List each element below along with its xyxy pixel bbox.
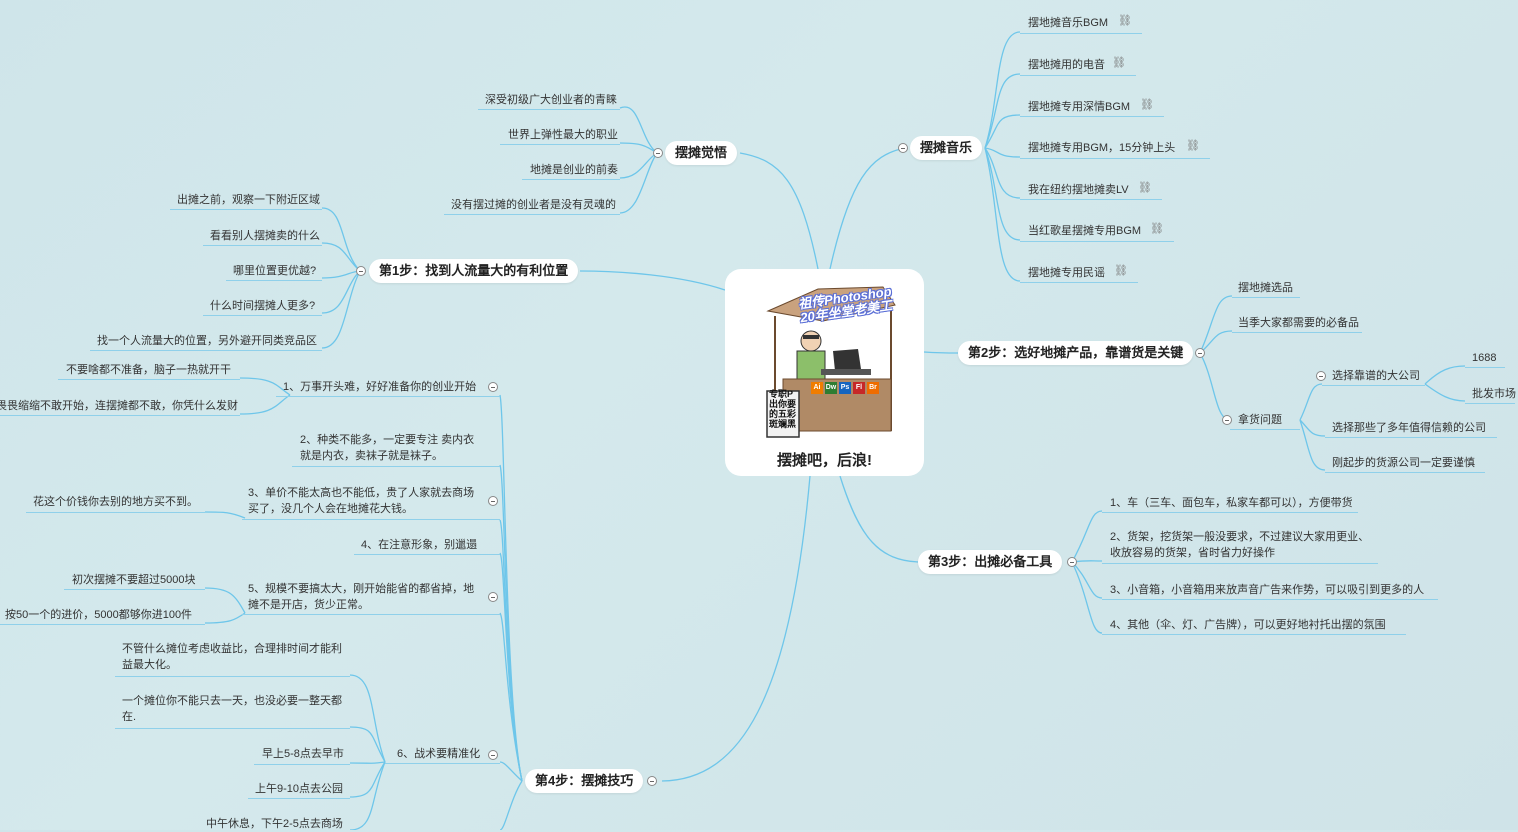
list-item[interactable]: 不管什么摊位考虑收益比，合理排时间才能利益最大化。: [122, 643, 342, 671]
collapse-toggle-icon[interactable]: [488, 382, 498, 392]
list-item[interactable]: 地摊是创业的前奏: [530, 164, 618, 176]
music-item[interactable]: 我在纽约摆地摊卖LV: [1028, 184, 1129, 196]
list-item[interactable]: 摆地摊选品: [1238, 282, 1293, 294]
collapse-toggle-icon[interactable]: [1316, 371, 1326, 381]
list-item[interactable]: 刚起步的货源公司一定要谨慎: [1332, 457, 1475, 469]
collapse-toggle-icon[interactable]: [488, 592, 498, 602]
music-item[interactable]: 摆地摊音乐BGM: [1028, 17, 1109, 29]
branch-step4[interactable]: 第4步：摆摊技巧: [525, 769, 644, 793]
list-item[interactable]: 选择那些了多年值得信赖的公司: [1332, 422, 1486, 434]
list-item[interactable]: 什么时间摆摊人更多?: [210, 300, 316, 312]
goods-node[interactable]: 拿货问题: [1238, 414, 1282, 426]
list-item[interactable]: 花这个价钱你去别的地方买不到。: [33, 496, 198, 508]
list-item[interactable]: 当季大家都需要的必备品: [1238, 317, 1359, 329]
music-item[interactable]: 摆地摊专用BGM，15分钟上头: [1028, 142, 1176, 154]
branch-step2[interactable]: 第2步：选好地摊产品，靠谱货是关键: [958, 341, 1194, 365]
branch-step3[interactable]: 第3步：出摊必备工具: [918, 550, 1063, 574]
list-item[interactable]: 深受初级广大创业者的青睐: [485, 94, 617, 106]
list-item[interactable]: 早上5-8点去早市: [262, 748, 344, 760]
list-item[interactable]: 一个摊位你不能只去一天，也没必要一整天都在.: [122, 695, 342, 723]
link-icon[interactable]: ⛓: [1140, 99, 1154, 111]
collapse-toggle-icon[interactable]: [1222, 415, 1232, 425]
collapse-toggle-icon[interactable]: [653, 148, 663, 158]
list-item[interactable]: 上午9-10点去公园: [255, 783, 344, 795]
collapse-toggle-icon[interactable]: [898, 143, 908, 153]
list-item[interactable]: 不要啥都不准备，脑子一热就开干: [66, 364, 231, 376]
link-icon[interactable]: ⛓: [1186, 140, 1200, 152]
software-ps-icon: Ps: [839, 382, 851, 394]
list-item[interactable]: 哪里位置更优越?: [233, 265, 317, 277]
tip-item[interactable]: 5、规模不要搞太大，刚开始能省的都省掉，地摊不是开店，货少正常。: [248, 583, 475, 611]
collapse-toggle-icon[interactable]: [488, 496, 498, 506]
link-icon[interactable]: ⛓: [1114, 265, 1128, 277]
list-item[interactable]: 1688: [1472, 352, 1497, 364]
tip-item[interactable]: 2、种类不能多，一定要专注 卖内衣就是内衣，卖袜子就是袜子。: [300, 434, 475, 462]
list-item[interactable]: 1、车（三车、面包车，私家车都可以），方便带货: [1110, 497, 1353, 509]
branch-music[interactable]: 摆摊音乐: [910, 136, 983, 160]
central-title: 摆摊吧，后浪!: [777, 452, 872, 469]
branch-awareness[interactable]: 摆摊觉悟: [665, 141, 738, 165]
tip-item[interactable]: 6、战术要精准化: [397, 748, 481, 760]
tip-item[interactable]: 3、单价不能太高也不能低，贵了人家就去商场买了，没几个人会在地摊花大钱。: [248, 487, 475, 515]
collapse-toggle-icon[interactable]: [356, 266, 366, 276]
software-br-icon: Br: [867, 382, 879, 394]
collapse-toggle-icon[interactable]: [488, 750, 498, 760]
list-item[interactable]: 找一个人流量大的位置，另外避开同类竞品区: [97, 335, 317, 347]
list-item[interactable]: 世界上弹性最大的职业: [508, 129, 618, 141]
music-item[interactable]: 当红歌星摆摊专用BGM: [1028, 225, 1142, 237]
software-ai-icon: Ai: [811, 382, 823, 394]
link-icon[interactable]: ⛓: [1138, 182, 1152, 194]
list-item[interactable]: 出摊之前，观察一下附近区域: [177, 194, 320, 206]
branch-step1[interactable]: 第1步：找到人流量大的有利位置: [369, 259, 579, 283]
list-item[interactable]: 畏畏缩缩不敢开始，连摆摊都不敢，你凭什么发财: [0, 400, 238, 412]
software-fl-icon: Fl: [853, 382, 865, 394]
link-icon[interactable]: ⛓: [1150, 223, 1164, 235]
music-item[interactable]: 摆地摊专用深情BGM: [1028, 101, 1131, 113]
list-item[interactable]: 初次摆摊不要超过5000块: [72, 574, 196, 586]
list-item[interactable]: 4、其他（伞、灯、广告牌），可以更好地衬托出摆的氛围: [1110, 619, 1386, 631]
music-item[interactable]: 摆地摊用的电音: [1028, 59, 1105, 71]
link-icon[interactable]: ⛓: [1118, 15, 1132, 27]
software-dw-icon: Dw: [825, 382, 837, 394]
music-item[interactable]: 摆地摊专用民谣: [1028, 267, 1105, 279]
collapse-toggle-icon[interactable]: [647, 776, 657, 786]
stall-sign: 专职P出你要的五彩斑斓黑: [769, 389, 797, 429]
list-item[interactable]: 按50一个的进价，5000都够你进100件: [5, 609, 193, 621]
company-node[interactable]: 选择靠谱的大公司: [1332, 370, 1420, 382]
list-item[interactable]: 没有摆过摊的创业者是没有灵魂的: [451, 199, 616, 211]
collapse-toggle-icon[interactable]: [1195, 348, 1205, 358]
list-item[interactable]: 看看别人摆摊卖的什么: [210, 230, 320, 242]
tip-item[interactable]: 1、万事开头难，好好准备你的创业开始: [283, 381, 477, 393]
list-item[interactable]: 3、小音箱，小音箱用来放声音广告来作势，可以吸引到更多的人: [1110, 584, 1425, 596]
link-icon[interactable]: ⛓: [1112, 57, 1126, 69]
list-item[interactable]: 2、货架，挖货架一般没要求，不过建议大家用更业、收放容易的货架，省时省力好操作: [1110, 531, 1370, 559]
list-item[interactable]: 中午休息，下午2-5点去商场: [206, 818, 343, 830]
list-item[interactable]: 批发市场: [1472, 388, 1516, 400]
tip-item[interactable]: 4、在注意形象，别邋遢: [361, 539, 478, 551]
collapse-toggle-icon[interactable]: [1067, 557, 1077, 567]
